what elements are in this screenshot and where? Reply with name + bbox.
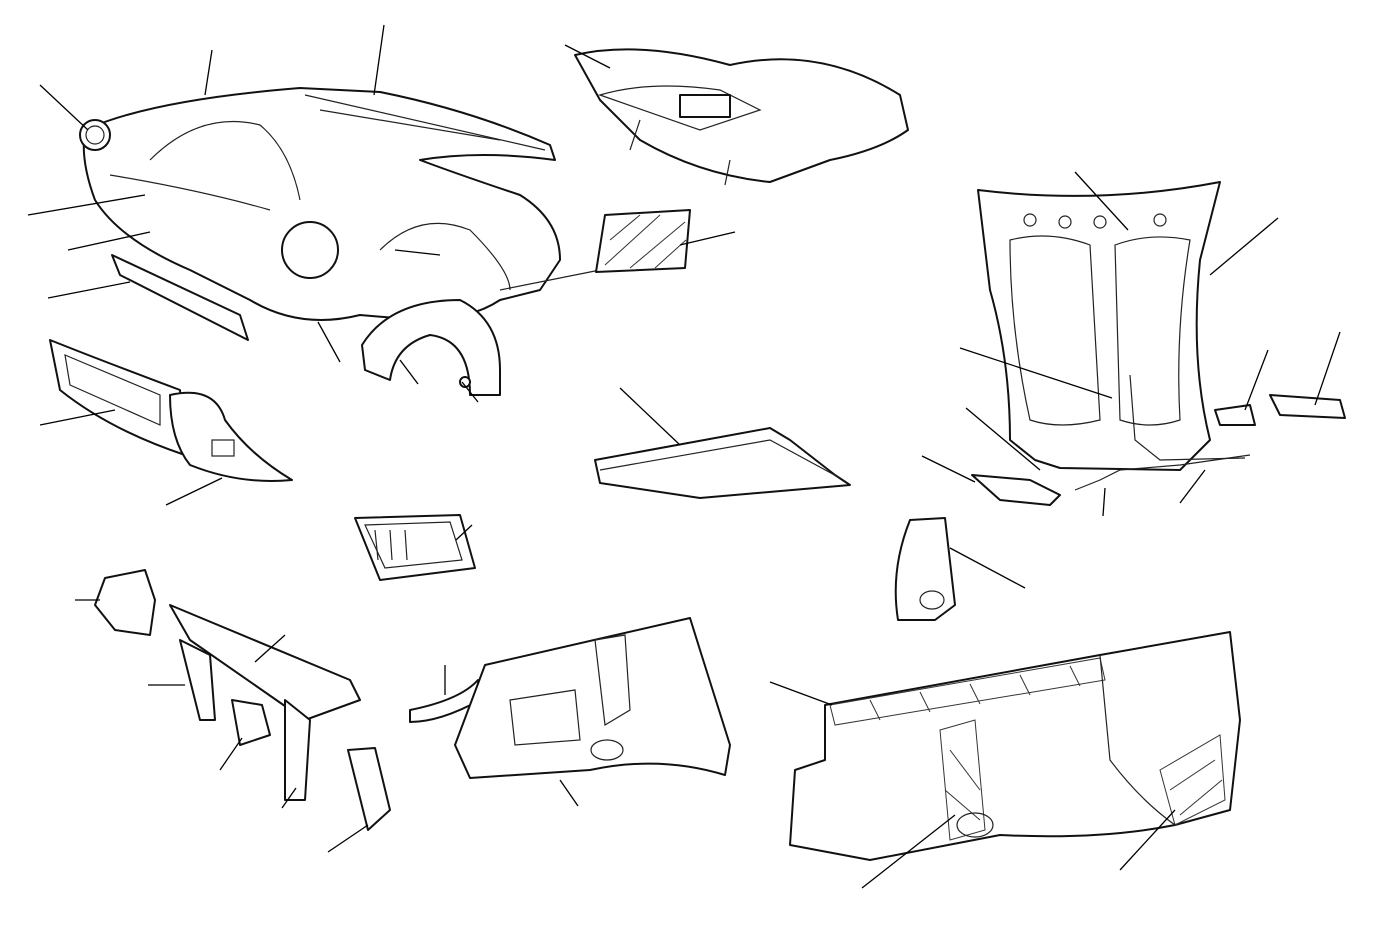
rocker-sill-section (594, 427, 851, 499)
floor-pan-section (354, 514, 476, 581)
bonnet-stay (1074, 454, 1251, 491)
leader-line (679, 231, 736, 246)
leader-line (1119, 809, 1176, 871)
leader-line (219, 737, 243, 771)
leader-line (949, 547, 1026, 589)
rear-deck-panel (574, 48, 909, 186)
leader-line (564, 44, 611, 69)
bonnet-hinge-right (1214, 394, 1346, 426)
leader-line (47, 281, 131, 299)
leader-line (959, 347, 1113, 399)
leader-line (1102, 487, 1106, 517)
leader-line (559, 779, 579, 807)
leader-line (1244, 349, 1269, 411)
front-body-shell (79, 87, 601, 321)
inner-wing-right-assembly (789, 631, 1241, 861)
leader-line (1209, 217, 1279, 276)
front-valance (49, 339, 186, 456)
bonnet-hinge-left (971, 474, 1061, 506)
leader-lines (27, 24, 1341, 889)
bonnet-hood (977, 181, 1246, 471)
leader-line (619, 387, 681, 446)
leader-line (921, 455, 976, 483)
leader-line (27, 194, 146, 216)
front-wing-lower (169, 391, 293, 482)
wheel-arch-panel (361, 299, 501, 396)
leader-line (394, 249, 441, 256)
leader-line (1314, 331, 1341, 406)
sill-patch-panel (595, 209, 691, 273)
leader-line (399, 359, 419, 385)
inner-wing-left (409, 617, 731, 779)
leader-line (327, 824, 369, 853)
leader-line (769, 681, 833, 706)
front-chassis-frame (94, 569, 391, 831)
leader-line (1074, 171, 1129, 231)
front-crossmember (111, 254, 249, 341)
leader-line (39, 84, 89, 131)
leader-line (165, 477, 223, 506)
leader-line (461, 381, 479, 403)
leader-line (39, 409, 116, 426)
a-post-panel (894, 517, 956, 621)
leader-line (965, 407, 1041, 471)
leader-line (254, 634, 286, 663)
leader-line (204, 49, 213, 96)
leader-line (281, 787, 297, 809)
leader-line (67, 231, 151, 251)
leader-line (861, 814, 956, 889)
leader-line (1179, 469, 1206, 504)
leader-line (373, 24, 385, 96)
leader-line (317, 321, 341, 363)
leader-line (455, 524, 473, 541)
